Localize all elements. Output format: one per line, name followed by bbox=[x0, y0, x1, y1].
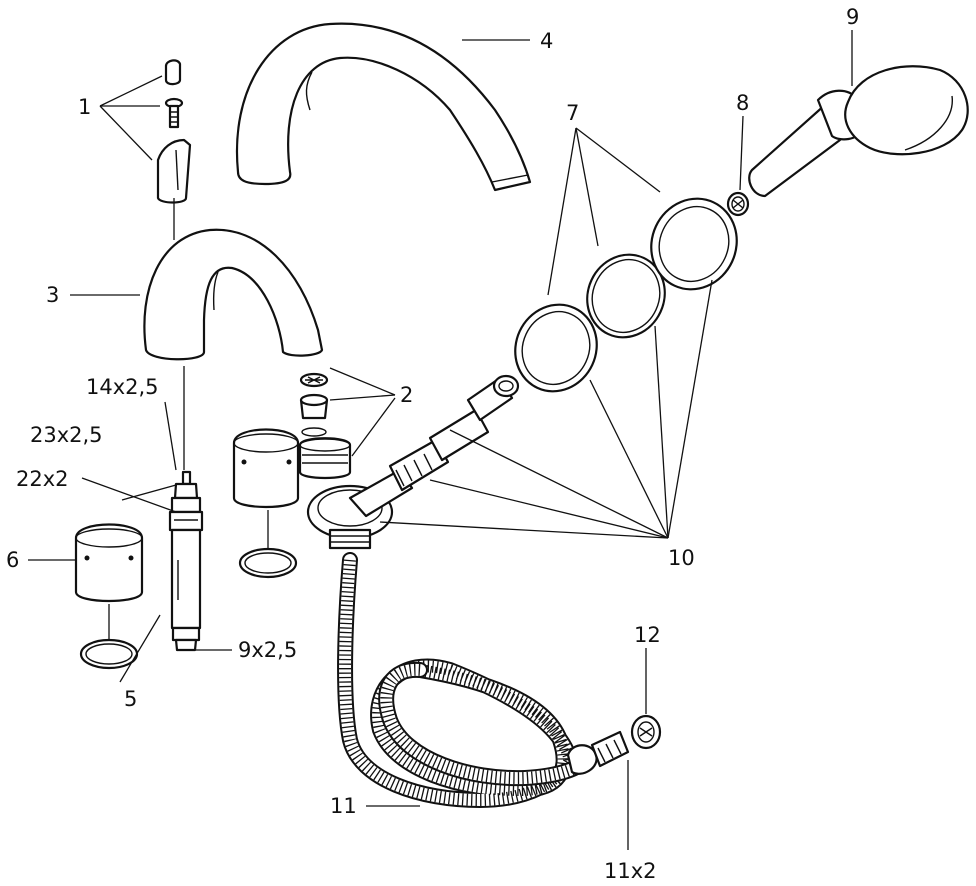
label-1: 1 bbox=[78, 95, 91, 119]
part-4-large-spout bbox=[235, 22, 532, 192]
label-6: 6 bbox=[6, 548, 19, 572]
label-7: 7 bbox=[566, 101, 579, 125]
label-10: 10 bbox=[668, 546, 695, 570]
handle-middle bbox=[232, 428, 300, 579]
label-23x2-5: 23x2,5 bbox=[30, 423, 103, 447]
leader-lines bbox=[28, 30, 853, 850]
label-14x2-5: 14x2,5 bbox=[86, 375, 159, 399]
label-12: 12 bbox=[634, 623, 661, 647]
part-labels: 1 2 3 4 5 6 7 8 9 10 11 12 14x2,5 23x2,5… bbox=[6, 5, 859, 883]
label-3: 3 bbox=[46, 283, 59, 307]
part-12-check-valve bbox=[630, 714, 662, 750]
label-2: 2 bbox=[400, 383, 413, 407]
part-6-handle bbox=[74, 523, 144, 670]
label-9x2-5: 9x2,5 bbox=[238, 638, 297, 662]
part-10-hose-connection bbox=[306, 374, 520, 550]
label-5: 5 bbox=[124, 687, 137, 711]
label-9: 9 bbox=[846, 5, 859, 29]
part-7-rings bbox=[514, 197, 738, 393]
part-1-fixing-set bbox=[156, 59, 192, 240]
label-8: 8 bbox=[736, 91, 749, 115]
part-9-hand-shower bbox=[748, 65, 969, 198]
label-22x2: 22x2 bbox=[16, 467, 69, 491]
label-11: 11 bbox=[330, 794, 357, 818]
part-11-hose bbox=[337, 552, 630, 809]
part-3-small-spout bbox=[143, 228, 324, 470]
part-8-filter bbox=[726, 191, 750, 217]
part-5-cartridge bbox=[168, 470, 204, 652]
part-2-aerator-set bbox=[298, 372, 352, 480]
label-11x2: 11x2 bbox=[604, 859, 657, 883]
label-4: 4 bbox=[540, 29, 553, 53]
